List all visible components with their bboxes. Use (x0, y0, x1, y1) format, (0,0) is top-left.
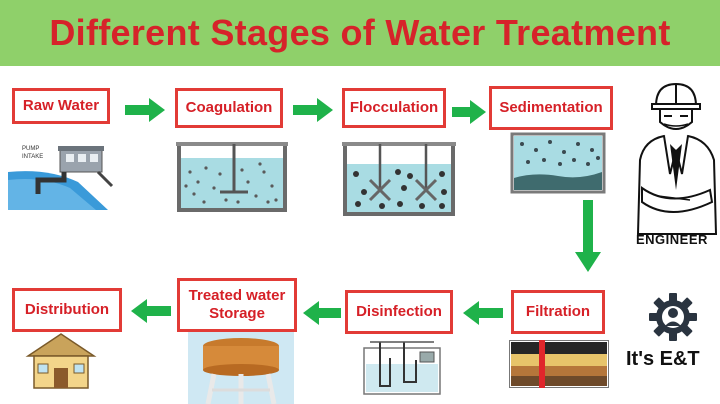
sedimentation-tank-illustration (510, 132, 606, 194)
stage-sedimentation: Sedimentation (489, 86, 613, 130)
house-illustration (25, 333, 97, 389)
stage-label: Distribution (24, 301, 110, 318)
stage-label: Disinfection (356, 303, 442, 320)
stage-disinfection: Disinfection (345, 290, 453, 334)
stage-label-line2: Storage (209, 305, 265, 322)
stage-label: Sedimentation (499, 99, 603, 116)
stage-raw-water: Raw Water (12, 88, 110, 124)
arrow-left-icon (303, 301, 341, 325)
stage-label: Flocculation (349, 99, 439, 116)
arrow-left-icon (463, 301, 503, 325)
page-title: Different Stages of Water Treatment (49, 12, 671, 53)
stage-treated-water-storage: Treated water Storage (177, 278, 297, 332)
disinfection-illustration (363, 341, 441, 395)
title-bar: Different Stages of Water Treatment (0, 0, 720, 66)
arrow-right-icon (125, 98, 165, 122)
pump-intake-label: PUMP (22, 146, 39, 152)
engineer-figure (636, 82, 718, 235)
stage-label: Raw Water (22, 97, 100, 114)
flocculation-tank-illustration (342, 142, 456, 216)
stage-label: Coagulation (185, 99, 273, 116)
stage-coagulation: Coagulation (175, 88, 283, 128)
brand-label: It's E&T (626, 348, 700, 370)
filtration-illustration (509, 340, 609, 388)
coagulation-tank-illustration (176, 142, 288, 212)
water-tower-illustration (188, 332, 294, 404)
gear-icon (649, 293, 697, 341)
stage-label: Filtration (525, 303, 591, 320)
engineer-label: ENGINEER (636, 232, 708, 247)
arrow-right-icon (452, 100, 486, 124)
arrow-down-icon (575, 200, 601, 272)
pump-intake-illustration: PUMP INTAKE (8, 146, 114, 210)
arrow-left-icon (131, 299, 171, 323)
stage-label-line1: Treated water (188, 287, 286, 304)
pump-intake-label: INTAKE (22, 154, 43, 160)
arrow-right-icon (293, 98, 333, 122)
stage-distribution: Distribution (12, 288, 122, 332)
stage-flocculation: Flocculation (342, 88, 446, 128)
stage-filtration: Filtration (511, 290, 605, 334)
